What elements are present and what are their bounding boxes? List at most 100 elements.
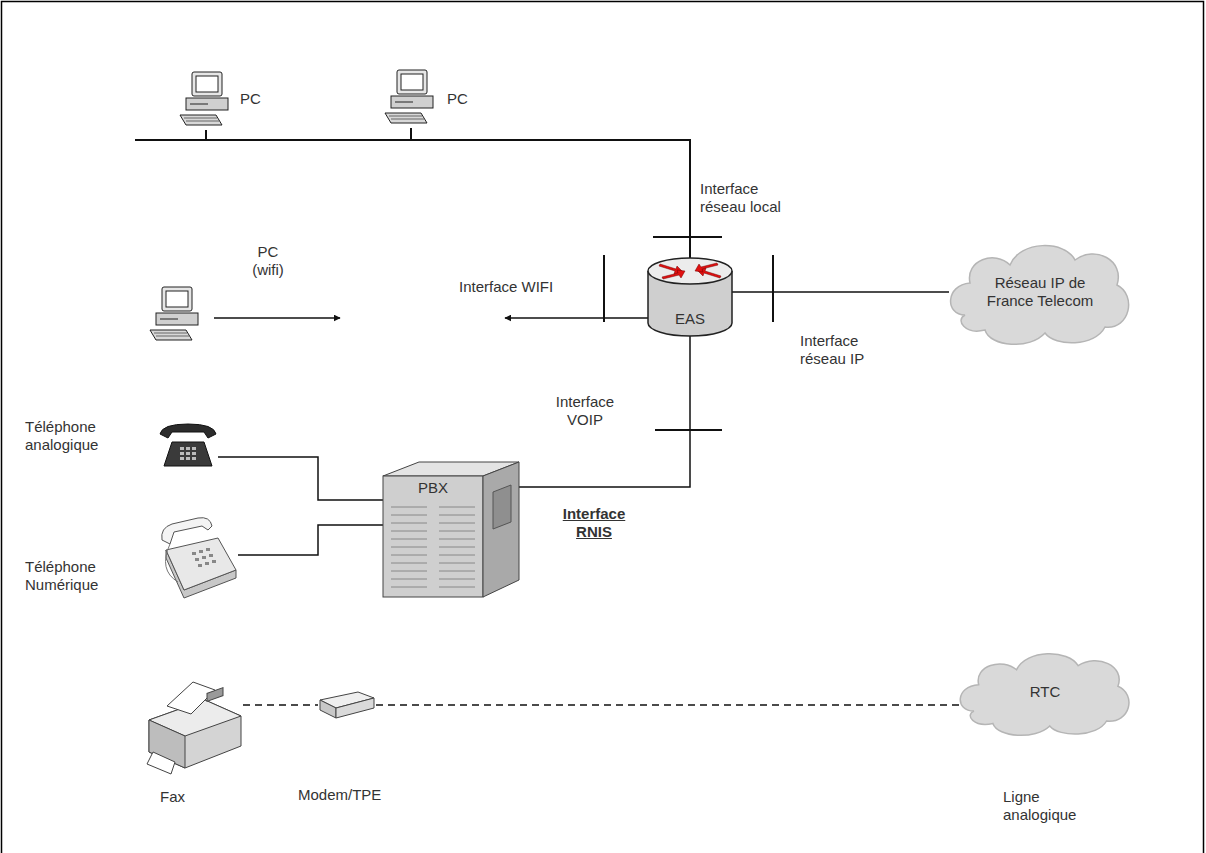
icon-part bbox=[401, 74, 423, 90]
icon-part bbox=[180, 115, 222, 125]
icon-part bbox=[951, 246, 1129, 345]
icon-part bbox=[199, 550, 203, 553]
icon-part bbox=[439, 507, 475, 508]
network-cloud: RTC bbox=[955, 645, 1135, 740]
icon-part bbox=[186, 447, 190, 450]
icon-part bbox=[154, 333, 189, 336]
icon-part bbox=[205, 562, 209, 565]
phone-node: Téléphone analogique bbox=[158, 420, 218, 472]
icon-part bbox=[439, 555, 475, 556]
interface-label: Interface réseau local bbox=[700, 180, 800, 216]
icon-part bbox=[439, 587, 475, 588]
icon-part bbox=[391, 515, 427, 516]
icon-part bbox=[389, 116, 424, 119]
router-node: EAS bbox=[646, 255, 734, 340]
connector bbox=[214, 318, 648, 319]
icon-part bbox=[150, 330, 192, 340]
interface-tick bbox=[772, 255, 774, 322]
icon-part bbox=[192, 452, 196, 455]
icon-part bbox=[180, 457, 184, 460]
icon-part bbox=[391, 563, 427, 564]
connector-line bbox=[505, 317, 648, 319]
connector bbox=[218, 457, 383, 500]
icon-part bbox=[180, 447, 184, 450]
edge-label: Interface RNIS bbox=[553, 505, 635, 541]
icon-part bbox=[391, 547, 427, 548]
node-label: PBX bbox=[385, 479, 481, 497]
pbx-node: PBX bbox=[383, 462, 519, 597]
connector bbox=[411, 128, 690, 259]
interface-tick bbox=[603, 255, 605, 322]
icon-part bbox=[162, 287, 192, 311]
icon-part bbox=[206, 548, 210, 551]
icon-part bbox=[320, 700, 336, 718]
dashed-line bbox=[376, 704, 961, 706]
pc-icon bbox=[383, 68, 439, 128]
connector-line bbox=[218, 457, 383, 500]
icon-part bbox=[439, 515, 475, 516]
node-label: RTC bbox=[980, 683, 1110, 701]
icon-part bbox=[192, 552, 196, 555]
icon-part bbox=[190, 104, 208, 105]
icon-part bbox=[391, 571, 427, 572]
icon-part bbox=[960, 654, 1129, 736]
modem-node: Modem/TPE bbox=[318, 686, 376, 722]
connector-line bbox=[519, 334, 690, 487]
eas-icon bbox=[646, 255, 734, 340]
icon-part bbox=[209, 554, 213, 557]
node-label: Réseau IP de France Telecom bbox=[975, 274, 1105, 310]
icon-part bbox=[162, 518, 212, 544]
icon-part bbox=[395, 102, 413, 103]
interface-label: Interface réseau IP bbox=[800, 332, 892, 368]
icon-part bbox=[391, 531, 427, 532]
connector-line bbox=[206, 130, 690, 259]
icon-part bbox=[439, 563, 475, 564]
fax-icon bbox=[145, 660, 243, 775]
connector bbox=[732, 292, 949, 293]
phone-node: Téléphone Numérique bbox=[158, 510, 238, 600]
pc-icon bbox=[178, 70, 234, 130]
icon-part bbox=[391, 587, 427, 588]
node-label: PC bbox=[240, 90, 280, 108]
icon-part bbox=[212, 560, 216, 563]
icon-part bbox=[391, 507, 427, 508]
icon-part bbox=[397, 70, 427, 94]
node-label: Fax bbox=[160, 788, 220, 806]
connector bbox=[243, 705, 318, 706]
computer-node: PC (wifi) bbox=[148, 285, 206, 341]
icon-part bbox=[198, 564, 202, 567]
icon-part bbox=[648, 258, 732, 284]
phoneA-icon bbox=[158, 420, 218, 472]
icon-part bbox=[336, 698, 374, 718]
icon-part bbox=[186, 98, 228, 110]
icon-part bbox=[483, 462, 519, 597]
icon-part bbox=[659, 263, 721, 279]
connector bbox=[376, 705, 961, 706]
connector-line bbox=[238, 525, 383, 555]
icon-part bbox=[391, 539, 427, 540]
icon-part bbox=[662, 270, 685, 279]
node-label: PC bbox=[447, 90, 487, 108]
icon-part bbox=[695, 263, 718, 272]
icon-part bbox=[391, 523, 427, 524]
icon-part bbox=[493, 485, 511, 529]
connector-line bbox=[732, 291, 949, 293]
icon-part bbox=[192, 447, 196, 450]
node-label: PC (wifi) bbox=[243, 243, 293, 279]
computer-node: PC bbox=[178, 70, 234, 130]
icon-part bbox=[156, 313, 198, 325]
icon-part bbox=[391, 579, 427, 580]
network-cloud: Réseau IP de France Telecom bbox=[945, 235, 1135, 350]
icon-part bbox=[385, 113, 427, 123]
icon-part bbox=[391, 96, 433, 108]
icon-part bbox=[439, 547, 475, 548]
interface-label: Interface VOIP bbox=[540, 393, 630, 429]
fax-node: Fax bbox=[145, 660, 243, 775]
interface-tick bbox=[653, 236, 722, 238]
connector-line bbox=[214, 317, 340, 319]
icon-part bbox=[383, 476, 483, 597]
icon-part bbox=[164, 442, 212, 466]
connector bbox=[206, 130, 690, 259]
